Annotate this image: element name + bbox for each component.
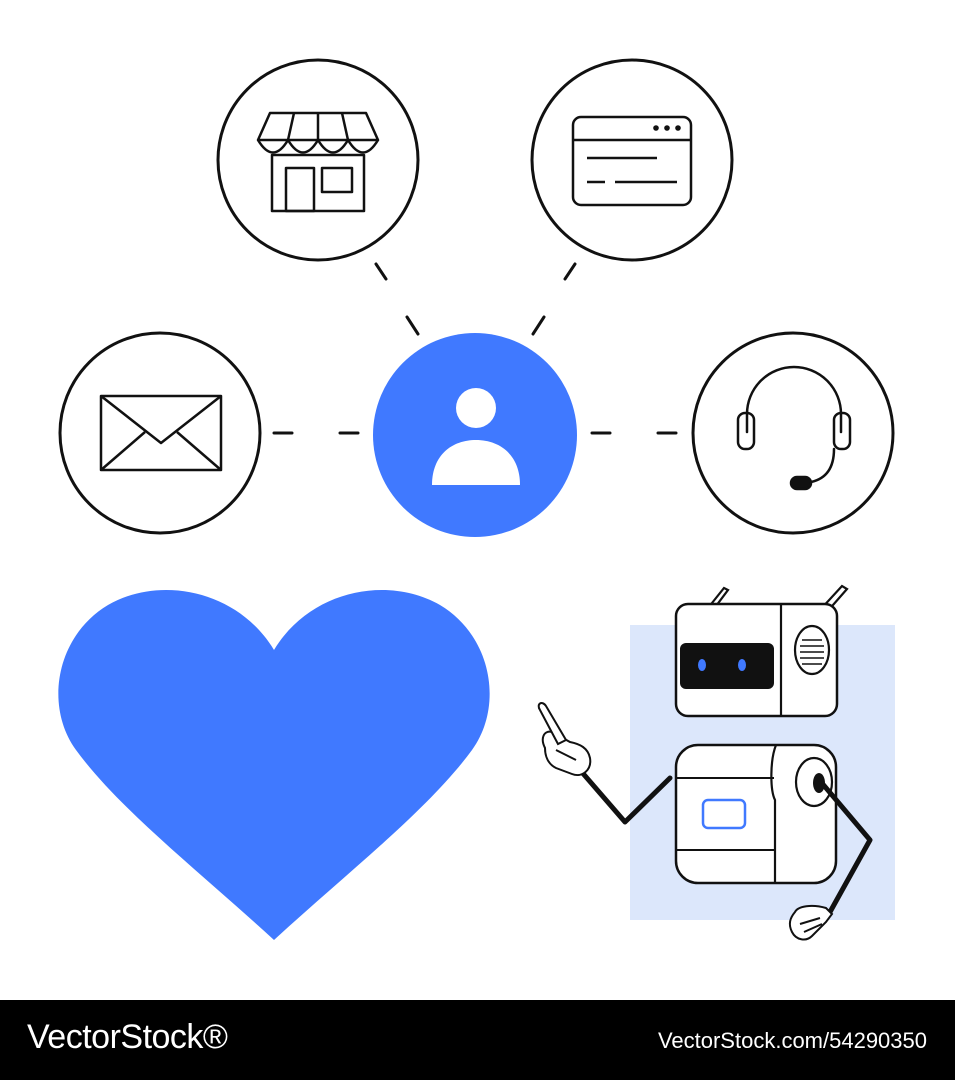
connector-lines: [272, 262, 678, 435]
heart-icon: [58, 590, 490, 940]
vectorstock-logo: VectorStock®: [27, 1018, 228, 1056]
browser-window-icon: [571, 115, 693, 207]
robot-pointing-hand: [537, 702, 592, 776]
watermark-footer: VectorStock® VectorStock.com/54290350: [0, 1000, 955, 1080]
user-node: [373, 333, 577, 537]
headset-icon: [736, 365, 852, 491]
envelope-icon: [99, 394, 223, 472]
user-icon: [432, 388, 520, 485]
storefront-node: [216, 58, 420, 262]
robot-icon: [537, 584, 895, 941]
mail-node: [58, 331, 262, 535]
storefront-icon: [256, 111, 380, 213]
browser-node: [530, 58, 734, 262]
support-node: [691, 331, 895, 535]
robot-hand: [788, 904, 834, 941]
illustration: [58, 58, 895, 941]
stock-id: VectorStock.com/54290350: [657, 1028, 927, 1053]
